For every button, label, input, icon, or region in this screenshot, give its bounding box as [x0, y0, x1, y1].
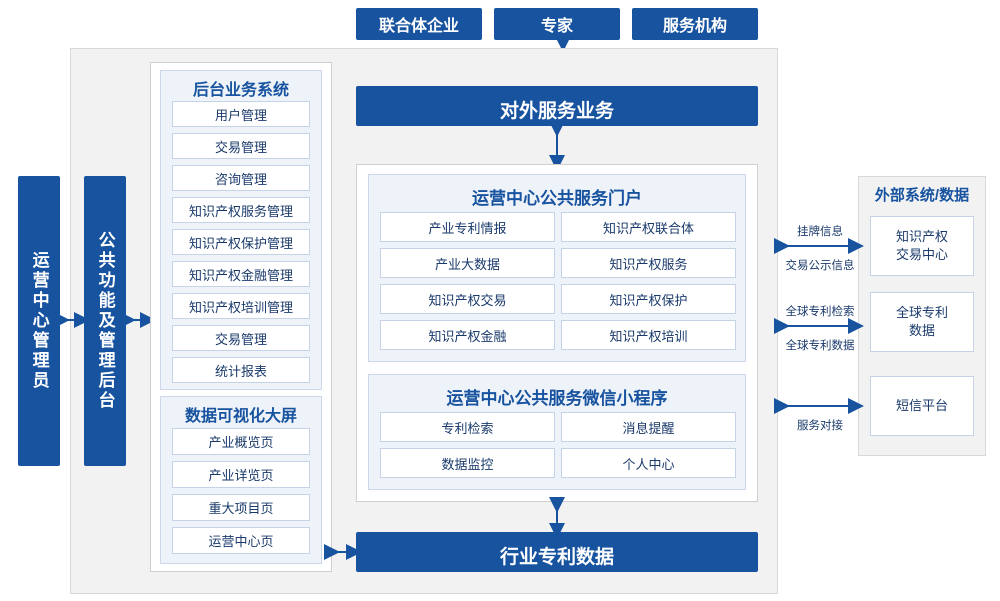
portal-item-0[interactable]: 产业专利情报: [380, 212, 555, 242]
visualization-item-1[interactable]: 产业详览页: [172, 461, 310, 488]
backend-item-2[interactable]: 咨询管理: [172, 165, 310, 191]
miniprogram-item-2[interactable]: 数据监控: [380, 448, 555, 478]
backend-item-8[interactable]: 统计报表: [172, 357, 310, 383]
visualization-to-industry-data-arrow: [324, 544, 362, 560]
miniprogram-item-3[interactable]: 个人中心: [561, 448, 736, 478]
role-bar-operator[interactable]: 运营中心管理员: [18, 176, 60, 466]
miniprogram-item-1[interactable]: 消息提醒: [561, 412, 736, 442]
top-entity-label: 联合体企业: [378, 18, 459, 35]
portal-item-4[interactable]: 知识产权交易: [380, 284, 555, 314]
portal-item-7[interactable]: 知识产权培训: [561, 320, 736, 350]
operator-to-backend-arrow: [54, 312, 90, 328]
portal-to-industry-data-arrow: [549, 497, 565, 539]
external-connector-label-2-top: 服务对接: [797, 420, 843, 432]
external-connector-label-0-top: 挂牌信息: [797, 226, 843, 238]
miniprogram-item-0[interactable]: 专利检索: [380, 412, 555, 442]
portal-title: 运营中心公共服务门户: [472, 189, 642, 208]
external-connector-arrow-0: [774, 238, 864, 254]
common-functions-to-backend-arrow: [120, 312, 156, 328]
top-entity-box-0[interactable]: 联合体企业: [356, 8, 482, 40]
portal-item-6[interactable]: 知识产权金融: [380, 320, 555, 350]
external-item-2[interactable]: 短信平台: [870, 376, 974, 436]
backend-item-0[interactable]: 用户管理: [172, 101, 310, 127]
backend-item-1[interactable]: 交易管理: [172, 133, 310, 159]
visualization-item-3[interactable]: 运营中心页: [172, 527, 310, 554]
role-bar-operator-label: 运营中心管理员: [29, 251, 49, 391]
backend-item-4[interactable]: 知识产权保护管理: [172, 229, 310, 255]
portal-item-5[interactable]: 知识产权保护: [561, 284, 736, 314]
top-entity-box-2[interactable]: 服务机构: [632, 8, 758, 40]
role-bar-common-functions[interactable]: 公共功能及管理后台: [84, 176, 126, 466]
external-systems-title: 外部系统/数据: [874, 187, 970, 204]
top-entity-box-1[interactable]: 专家: [494, 8, 620, 40]
portal-item-3[interactable]: 知识产权服务: [561, 248, 736, 278]
visualization-title: 数据可视化大屏: [184, 408, 297, 425]
backend-system-title: 后台业务系统: [192, 82, 289, 99]
top-entity-label: 专家: [540, 18, 573, 35]
external-connector-label-1-bottom: 全球专利数据: [785, 340, 855, 352]
external-service-box[interactable]: [356, 86, 758, 126]
service-to-portal-arrow: [549, 121, 565, 171]
backend-item-6[interactable]: 知识产权培训管理: [172, 293, 310, 319]
external-connector-arrow-2: [774, 398, 864, 414]
backend-item-3[interactable]: 知识产权服务管理: [172, 197, 310, 223]
external-connector-arrow-1: [774, 318, 864, 334]
external-item-0[interactable]: 知识产权 交易中心: [870, 216, 974, 276]
external-service-title: 对外服务业务: [499, 101, 614, 122]
industry-data-title: 行业专利数据: [499, 547, 614, 568]
external-item-1[interactable]: 全球专利 数据: [870, 292, 974, 352]
top-entity-label: 服务机构: [662, 18, 727, 35]
portal-item-1[interactable]: 知识产权联合体: [561, 212, 736, 242]
backend-item-7[interactable]: 交易管理: [172, 325, 310, 351]
backend-item-5[interactable]: 知识产权金融管理: [172, 261, 310, 287]
external-connector-label-0-bottom: 交易公示信息: [785, 260, 855, 272]
portal-item-2[interactable]: 产业大数据: [380, 248, 555, 278]
role-bar-common-functions-label: 公共功能及管理后台: [95, 231, 115, 411]
visualization-item-0[interactable]: 产业概览页: [172, 428, 310, 455]
visualization-item-2[interactable]: 重大项目页: [172, 494, 310, 521]
industry-data-box[interactable]: [356, 532, 758, 572]
external-connector-label-1-top: 全球专利检索: [785, 306, 855, 318]
miniprogram-title: 运营中心公共服务微信小程序: [446, 389, 668, 408]
